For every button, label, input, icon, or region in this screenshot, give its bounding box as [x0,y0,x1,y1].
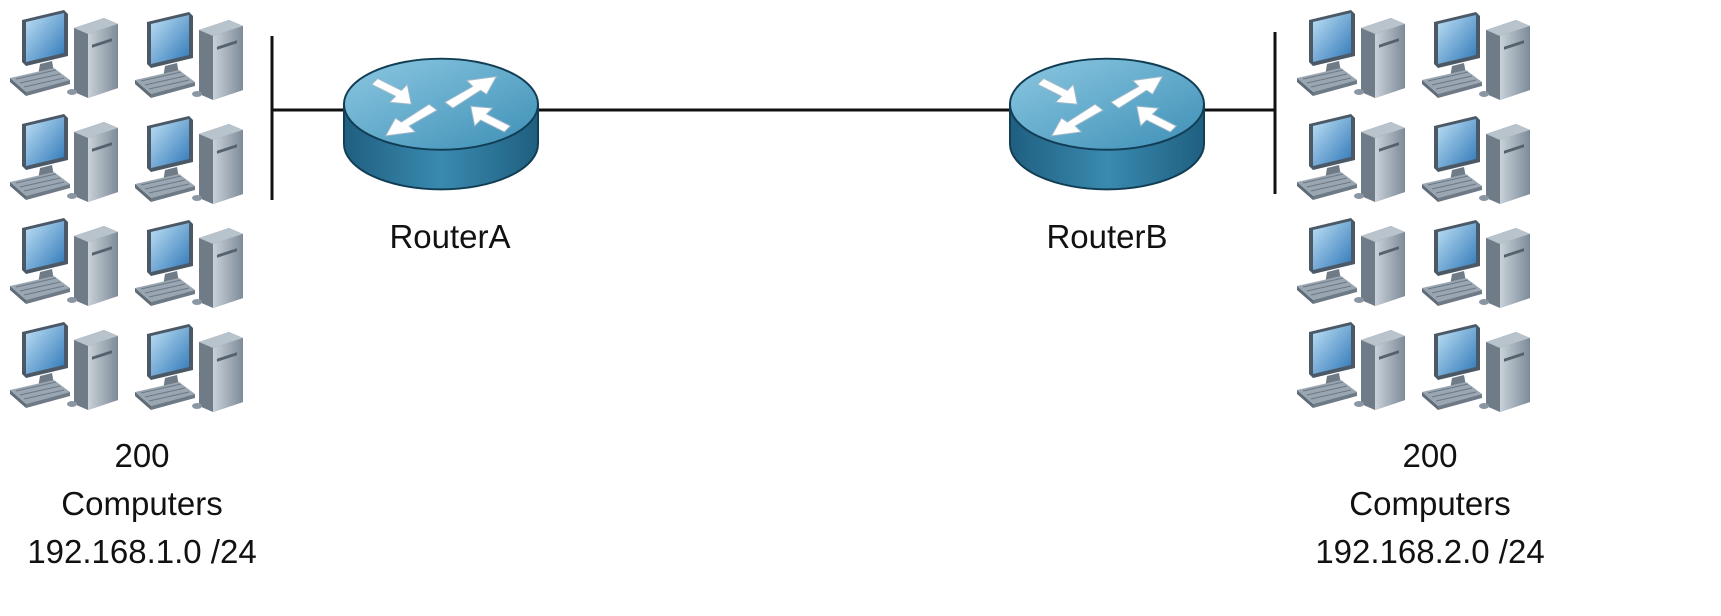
desktop-computer-icon [9,9,119,99]
desktop-computer-icon [9,113,119,203]
left-computer-unit: Computers [61,485,223,522]
desktop-computer-icon [1421,11,1531,101]
desktop-computer-icon [1421,323,1531,413]
right-computer-count: 200 [1402,437,1458,474]
network-links [270,32,1277,200]
router-b-label: RouterB [1046,218,1168,255]
left-subnet: 192.168.1.0 /24 [27,533,257,570]
left-network-caption: 200 Computers 192.168.1.0 /24 [0,432,292,576]
desktop-computer-icon [1296,9,1406,99]
desktop-computer-icon [1421,115,1531,205]
desktop-computer-icon [1296,321,1406,411]
desktop-computer-icon [134,115,244,205]
desktop-computer-icon [9,217,119,307]
right-network-caption: 200 Computers 192.168.2.0 /24 [1280,432,1580,576]
router-b-icon [1008,57,1206,191]
router-a-icon [342,57,540,191]
left-computer-group [9,9,244,413]
right-subnet: 192.168.2.0 /24 [1315,533,1545,570]
desktop-computer-icon [134,11,244,101]
desktop-computer-icon [134,219,244,309]
router-a-label: RouterA [389,218,511,255]
right-computer-group [1296,9,1531,413]
desktop-computer-icon [9,321,119,411]
desktop-computer-icon [1421,219,1531,309]
desktop-computer-icon [1296,113,1406,203]
desktop-computer-icon [1296,217,1406,307]
right-computer-unit: Computers [1349,485,1511,522]
desktop-computer-icon [134,323,244,413]
left-computer-count: 200 [114,437,170,474]
